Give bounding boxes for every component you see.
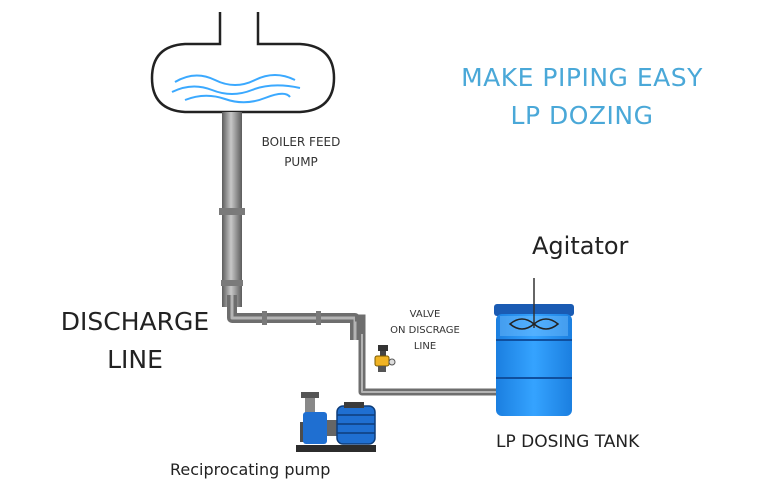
discharge-line-label-2: LINE <box>107 345 163 374</box>
valve-label-3: LINE <box>413 341 437 352</box>
discharge-pipe <box>227 295 496 396</box>
valve-label-2: ON DISCRAGE <box>390 325 460 336</box>
valve-icon <box>374 345 396 372</box>
boiler-feed-pump-label-1: BOILER FEED <box>261 135 341 149</box>
boiler-drum <box>150 12 336 114</box>
pump-label: Reciprocating pump <box>170 460 331 479</box>
agitator-label: Agitator <box>532 232 629 260</box>
discharge-line-label-1: DISCHARGE <box>60 307 210 336</box>
valve-label-1: VALVE <box>409 309 441 320</box>
title-line-1: MAKE PIPING EASY <box>461 63 703 92</box>
agitator-icon <box>508 278 560 330</box>
boiler-feed-pipe <box>219 112 245 307</box>
boiler-feed-pump-label-2: PUMP <box>284 155 318 169</box>
title-line-2: LP DOZING <box>510 101 654 130</box>
tank-label: LP DOSING TANK <box>496 432 640 452</box>
reciprocating-pump-icon <box>296 392 376 452</box>
